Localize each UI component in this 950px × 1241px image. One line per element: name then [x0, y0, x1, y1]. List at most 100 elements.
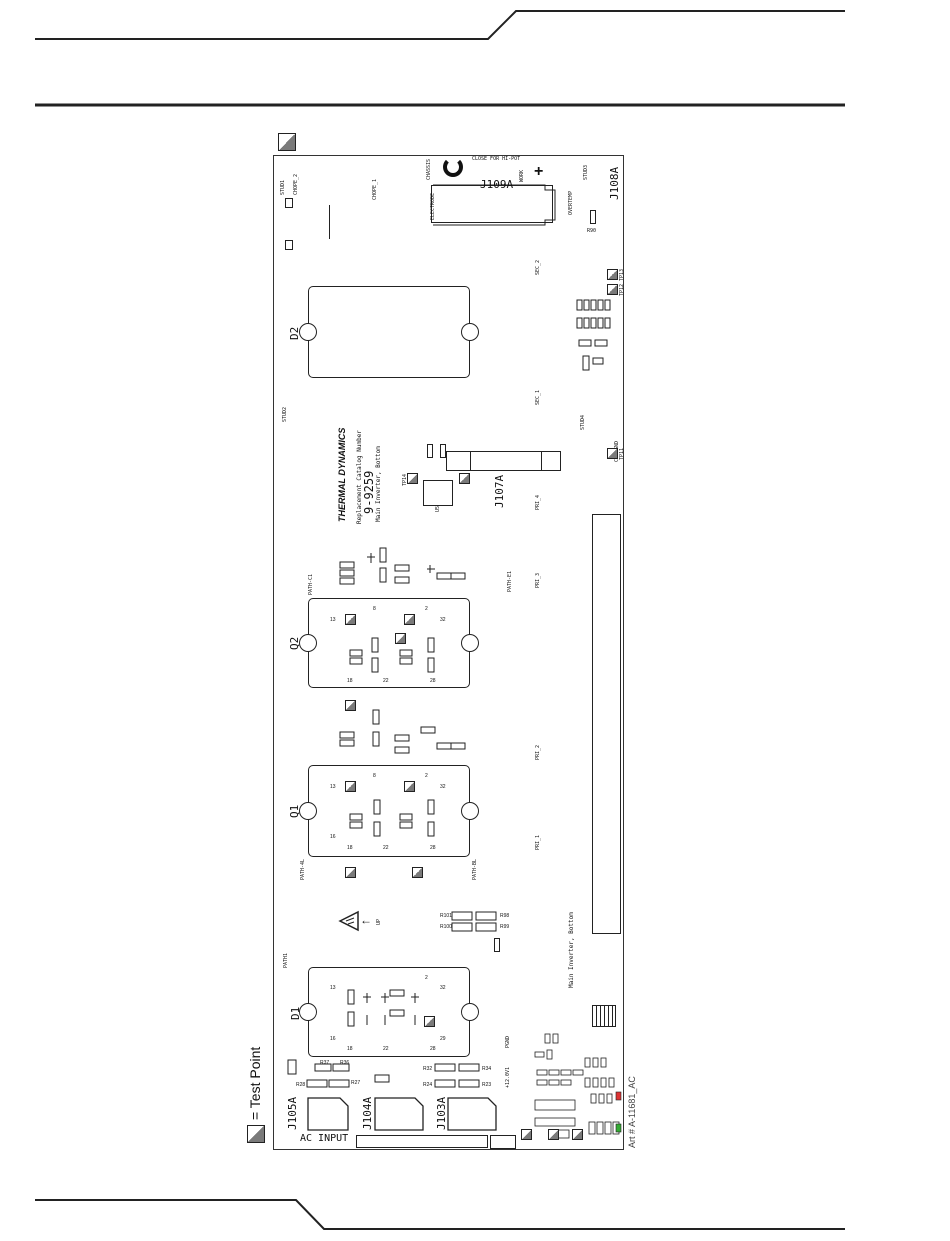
- d2-notch-right: [461, 323, 479, 341]
- tp16-test-point: [572, 1129, 583, 1140]
- r24-label: R24: [423, 1082, 433, 1088]
- tp4-test-point: [345, 781, 356, 792]
- r37-label: R37: [320, 1060, 330, 1066]
- chope2-label: CHOPE_2: [293, 173, 299, 195]
- ac-input-label: AC INPUT: [300, 1133, 349, 1144]
- pri3-label: PRI_3: [535, 572, 541, 588]
- r98-label: R98: [500, 913, 510, 919]
- d1-pin-32: 32: [440, 985, 446, 991]
- tp17-test-point: [424, 1016, 435, 1027]
- tp10-test-point: [459, 473, 470, 484]
- chope1-label: CHOPE_1: [372, 178, 378, 200]
- j107a-label: J107A: [493, 474, 506, 508]
- tp14-label: TP14: [402, 473, 408, 486]
- r90-resistor: [590, 210, 596, 224]
- q2-module: [308, 598, 470, 688]
- u5-label: U5: [435, 505, 441, 512]
- q2-notch-right: [461, 634, 479, 652]
- r99-label: R99: [500, 924, 510, 930]
- tp11-label: TP11: [619, 447, 625, 460]
- q1-notch-right: [461, 802, 479, 820]
- j104a-label: J104A: [361, 1096, 374, 1130]
- r27-label: R27: [351, 1080, 361, 1086]
- sec2-label: SEC_2: [535, 259, 541, 275]
- q2-pin-8: 8: [373, 606, 376, 612]
- q2-pin-22: 22: [383, 678, 389, 684]
- stud3-label: STUD3: [583, 164, 589, 180]
- path-bl-label: PATH-BL: [472, 858, 478, 880]
- close-hipot-label: CLOSE FOR HI-POT: [472, 156, 521, 162]
- chassis-label: CHASSIS: [426, 158, 432, 180]
- r28-label: R28: [296, 1082, 306, 1088]
- footer-rule: [35, 1199, 845, 1230]
- catalog-number: 9-9259: [362, 470, 376, 514]
- tp15-test-point: [548, 1129, 559, 1140]
- sec1-label: SEC_1: [535, 389, 541, 405]
- q1-gate-driver: [339, 709, 466, 754]
- q1-pin-28: 28: [430, 845, 436, 851]
- plus12v-label: +12.0V1: [505, 1066, 511, 1088]
- stud4-label: STUD4: [580, 414, 586, 430]
- stud1-block: [285, 198, 293, 208]
- j107a-inner: [470, 451, 542, 471]
- d1-pin-28: 28: [430, 1046, 436, 1052]
- pgnd-label: PGND: [505, 1035, 511, 1048]
- q2-inner-parts: [349, 637, 435, 673]
- tp2-test-point: [412, 867, 423, 878]
- d1-pin-22: 22: [383, 1046, 389, 1052]
- q1-pin-16: 16: [330, 834, 336, 840]
- path-c1-label: PATH-C1: [308, 573, 314, 595]
- stud1-block-2: [285, 240, 293, 250]
- r32-label: R32: [423, 1066, 433, 1072]
- path1-label: PATH1: [283, 952, 289, 968]
- up-arrow-icon: ←: [360, 913, 372, 927]
- d1-notch-right: [461, 1003, 479, 1021]
- header-rule: [35, 10, 845, 107]
- legend-test-point-icon: [247, 1125, 265, 1143]
- pcb-outline: [273, 155, 624, 1150]
- tp9-test-point: [521, 1129, 532, 1140]
- control-circuit-cluster: [534, 1033, 622, 1139]
- hipot-jumper-icon: [443, 157, 463, 177]
- tp12-test-point: [607, 284, 618, 295]
- d2-notch-left: [299, 323, 317, 341]
- tp14-test-point: [407, 473, 418, 484]
- j109a-label: J109A: [480, 178, 514, 191]
- r102-resistor: [494, 938, 500, 952]
- q2-gate-driver: [339, 547, 466, 585]
- j103a-label: J103A: [435, 1096, 448, 1130]
- r101-label: R101: [440, 913, 452, 919]
- up-label: UP: [376, 918, 382, 925]
- board-name: Main Inverter, Bottom: [375, 446, 382, 522]
- heatsink-slot: [592, 514, 621, 934]
- brand-logo: THERMAL DYNAMICS: [337, 427, 347, 522]
- q1-module: [308, 765, 470, 857]
- stud1-label: STUD1: [280, 179, 286, 195]
- q2-notch-left: [299, 634, 317, 652]
- j107a-connector: [446, 451, 561, 471]
- d1-pin-13: 13: [330, 985, 336, 991]
- d1-pin-2: 2: [425, 975, 428, 981]
- q1-pin-32: 32: [440, 784, 446, 790]
- tp1-test-point: [345, 867, 356, 878]
- esd-warning-icon: [338, 910, 359, 932]
- resistor-cluster-upper: [576, 299, 611, 371]
- stud2-label: STUD2: [282, 406, 288, 422]
- ac-input-connectors: [307, 1097, 497, 1131]
- q1-pin-8: 8: [373, 773, 376, 779]
- q1-pin-22: 22: [383, 845, 389, 851]
- tp13-label: TP13: [619, 268, 625, 281]
- d1-module: [308, 967, 470, 1057]
- tp8-test-point: [404, 614, 415, 625]
- q1-pin-13: 13: [330, 784, 336, 790]
- q2-pin-28: 28: [430, 678, 436, 684]
- pri4-label: PRI_4: [535, 494, 541, 510]
- d1-notch-left: [299, 1003, 317, 1021]
- c29-cap: [440, 444, 446, 458]
- side-label: Main Inverter, Bottom: [568, 912, 575, 988]
- tp12-label: TP12: [619, 283, 625, 296]
- tp11-test-point: [607, 448, 618, 459]
- u5-ic: [423, 480, 453, 506]
- q1-notch-left: [299, 802, 317, 820]
- tp3-test-point: [345, 614, 356, 625]
